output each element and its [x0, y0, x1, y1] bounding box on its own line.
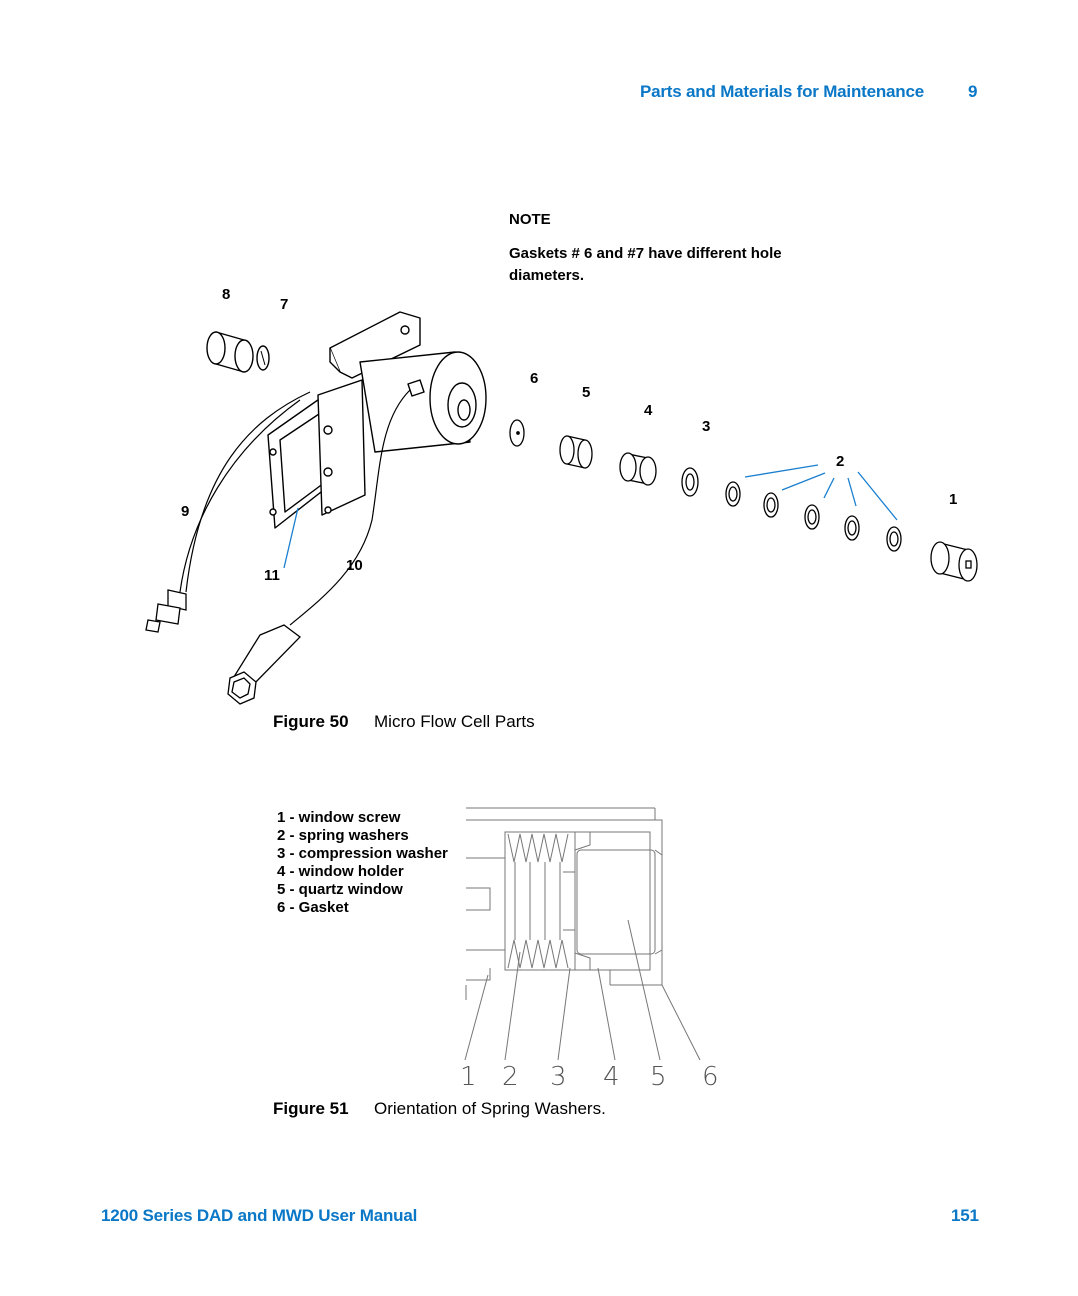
callout-5: 5	[582, 384, 591, 401]
part-4-holder	[619, 452, 657, 486]
callout-11: 11	[264, 567, 280, 584]
chapter-number: 9	[968, 82, 978, 101]
part-10-fitting	[227, 624, 301, 705]
page-number: 151	[951, 1206, 979, 1225]
figure-50-label: Figure 50	[273, 712, 349, 731]
legend-item: 6 - Gasket	[277, 899, 349, 916]
cell-clamp	[317, 379, 366, 516]
part-3-washer	[681, 467, 699, 497]
part-9-fitting	[145, 589, 187, 633]
figure-51-label: Figure 51	[273, 1099, 349, 1118]
note-text: Gaskets # 6 and #7 have different hole d…	[509, 245, 782, 284]
part-5-window	[559, 435, 593, 469]
legend-item: 3 - compression washer	[277, 845, 448, 862]
section-number-4: 4	[603, 1062, 620, 1092]
section-number-1: 1	[460, 1062, 477, 1092]
figure-51-title: Orientation of Spring Washers.	[374, 1099, 606, 1118]
callout-9: 9	[181, 503, 190, 520]
section-number-3: 3	[550, 1062, 567, 1092]
callout-1: 1	[949, 491, 958, 508]
callout-4: 4	[644, 402, 653, 419]
callout-8: 8	[222, 286, 231, 303]
legend-item: 1 - window screw	[277, 809, 401, 826]
part-8-cap	[206, 331, 254, 373]
section-number-6: 6	[702, 1062, 719, 1092]
callout-6: 6	[530, 370, 539, 387]
callout-2: 2	[836, 453, 845, 470]
manual-title: 1200 Series DAD and MWD User Manual	[101, 1206, 418, 1225]
callout-3: 3	[702, 418, 711, 435]
part-2-spring-washers	[725, 481, 902, 552]
callout-7: 7	[280, 296, 289, 313]
part-1-screw	[930, 541, 978, 582]
callout-10: 10	[346, 557, 363, 574]
legend-item: 5 - quartz window	[277, 881, 403, 898]
figure-50-title: Micro Flow Cell Parts	[374, 712, 535, 731]
section-number-5: 5	[650, 1062, 667, 1092]
section-number-2: 2	[502, 1062, 519, 1092]
note-title: NOTE	[509, 211, 551, 228]
figure-51-legend: 1 - window screw 2 - spring washers 3 - …	[277, 809, 448, 917]
legend-item: 2 - spring washers	[277, 827, 409, 844]
legend-item: 4 - window holder	[277, 863, 404, 880]
section-title: Parts and Materials for Maintenance	[640, 82, 924, 101]
